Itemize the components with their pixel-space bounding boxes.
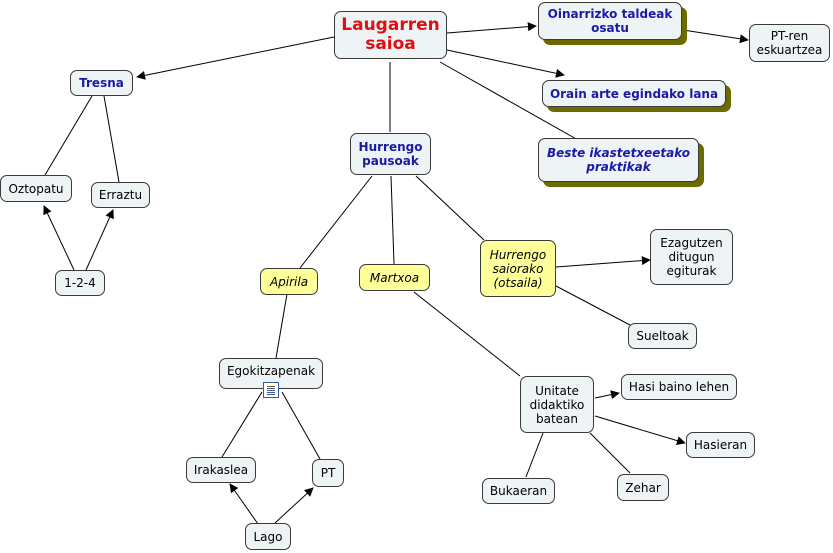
link-egok-pt [281, 391, 321, 460]
node-hurrengo-saiorako[interactable]: Hurrengo saiorako (otsaila) [480, 240, 556, 297]
link-saiorako-ezagutzen [555, 256, 651, 268]
node-apirila[interactable]: Apirila [260, 268, 318, 295]
link-tresna-oztopatu [44, 95, 93, 176]
link-saiorako-sueltoak [555, 285, 631, 326]
link-hurrengo-martxoa [390, 175, 395, 265]
node-oztopatu[interactable]: Oztopatu [0, 175, 72, 202]
node-unitate-didaktiko[interactable]: Unitate didaktiko batean [520, 376, 594, 433]
node-irakaslea[interactable]: Irakaslea [186, 457, 256, 483]
node-beste-ikastetxeetako[interactable]: Beste ikastetxeetako praktikak [538, 138, 699, 182]
node-oinarrizko-taldeak[interactable]: Oinarrizko taldeak osatu [538, 2, 682, 40]
document-icon[interactable] [263, 382, 279, 398]
link-unitate-hasieran [594, 415, 686, 445]
link-root-tresna [136, 36, 335, 80]
link-124-erraztu [85, 209, 114, 271]
node-hasieran[interactable]: Hasieran [686, 432, 755, 458]
node-pt-eskuartzea[interactable]: PT-ren eskuartzea [749, 24, 830, 62]
node-sueltoak[interactable]: Sueltoak [628, 323, 697, 349]
link-lago-pt [274, 487, 314, 524]
link-unitate-bukaeran [525, 432, 544, 478]
node-zehar[interactable]: Zehar [617, 474, 669, 501]
link-124-oztopatu [43, 205, 75, 271]
node-hurrengo-pausoak[interactable]: Hurrengo pausoak [350, 133, 431, 175]
node-tresna[interactable]: Tresna [70, 70, 133, 96]
link-hurrengo-apirila [299, 175, 373, 269]
link-tresna-erraztu [103, 95, 120, 183]
node-ezagutzen-ditugun[interactable]: Ezagutzen ditugun egiturak [650, 229, 733, 285]
link-root-oinarrizko [446, 22, 537, 34]
link-root-beste [439, 61, 579, 141]
link-root-orain [446, 49, 565, 78]
node-laugarren-saioa[interactable]: Laugarren saioa [334, 11, 447, 59]
node-lago[interactable]: Lago [245, 523, 291, 550]
node-orain-arte[interactable]: Orain arte egindako lana [542, 80, 726, 107]
node-hasi-baino-lehen[interactable]: Hasi baino lehen [621, 374, 737, 400]
link-apirila-egokitzapenak [275, 293, 288, 359]
link-unitate-zehar [589, 432, 631, 474]
node-1-2-4[interactable]: 1-2-4 [55, 270, 105, 296]
node-bukaeran[interactable]: Bukaeran [482, 478, 555, 504]
link-egok-irakaslea [221, 391, 263, 458]
node-pt[interactable]: PT [312, 459, 344, 487]
link-hurrengo-saiorako [415, 175, 485, 241]
link-martxoa-unitate [413, 291, 521, 377]
link-lago-irakaslea [229, 483, 259, 525]
node-erraztu[interactable]: Erraztu [91, 182, 150, 208]
link-unitate-hasibaino [594, 390, 620, 400]
link-oinarrizko-pt [682, 29, 749, 44]
node-martxoa[interactable]: Martxoa [359, 264, 430, 291]
